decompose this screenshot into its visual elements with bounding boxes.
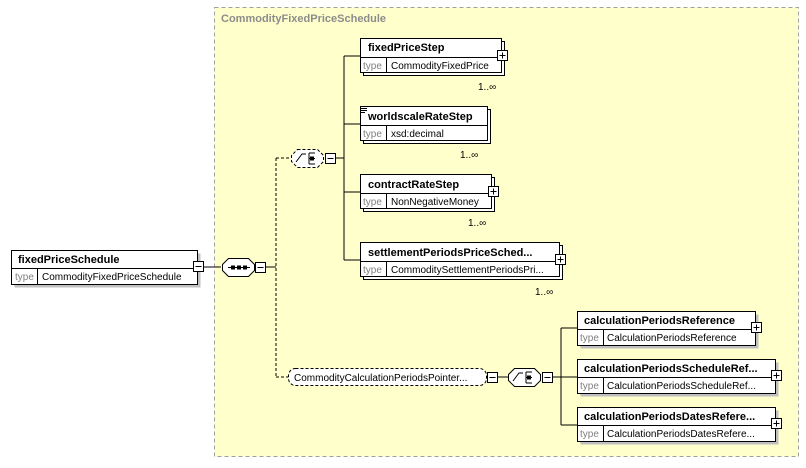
root-type-label: type [15,272,34,283]
type-label: type [363,129,382,140]
element-settlement-periods-price-schedule[interactable]: settlementPeriodsPriceSched... type Comm… [360,242,566,299]
collapse-icon[interactable] [255,262,266,273]
element-fixed-price-step[interactable]: fixedPriceStep type CommodityFixedPrice … [360,38,508,94]
type-value: CalculationPeriodsReference [607,333,737,344]
type-label: type [363,265,382,276]
pointer-group[interactable]: CommodityCalculationPeriodsPointer... [288,368,498,386]
type-value: xsd:decimal [391,129,444,140]
type-label: type [580,333,599,344]
element-name: calculationPeriodsDatesRefere... [584,411,755,423]
element-name: worldscaleRateStep [367,111,473,123]
type-value: CommodityFixedPrice [391,61,489,72]
element-name: calculationPeriodsScheduleRef... [584,363,758,375]
root-element[interactable]: fixedPriceSchedule type CommodityFixedPr… [11,250,204,288]
element-calculation-periods-schedule-reference[interactable]: calculationPeriodsScheduleRef... type Ca… [577,359,782,397]
sequence-compositor[interactable] [222,258,266,277]
text-content-icon [361,108,367,113]
multiplicity: 1..∞ [468,218,486,229]
collapse-icon[interactable] [325,153,336,164]
expand-icon[interactable] [488,186,499,197]
root-type-value: CommodityFixedPriceSchedule [42,272,182,283]
type-label: type [363,197,382,208]
element-worldscale-rate-step[interactable]: worldscaleRateStep type xsd:decimal 1..∞ [360,106,491,162]
element-calculation-periods-reference[interactable]: calculationPeriodsReference type Calcula… [577,311,762,349]
element-calculation-periods-dates-reference[interactable]: calculationPeriodsDatesRefere... type Ca… [577,407,782,445]
collapse-icon[interactable] [487,372,498,383]
multiplicity: 1..∞ [535,287,553,298]
expand-icon[interactable] [555,254,566,265]
expand-icon[interactable] [771,370,782,381]
element-name: calculationPeriodsReference [584,315,735,327]
type-label: type [580,429,599,440]
type-label: type [580,381,599,392]
expand-icon[interactable] [751,322,762,333]
multiplicity: 1..∞ [460,150,478,161]
choice-compositor[interactable] [291,149,336,168]
element-name: settlementPeriodsPriceSched... [368,247,532,259]
type-value: NonNegativeMoney [391,197,479,208]
type-label: type [363,61,382,72]
choice-compositor-2[interactable] [508,368,553,387]
expand-icon[interactable] [497,50,508,61]
type-group-title: CommodityFixedPriceSchedule [221,13,386,25]
type-value: CalculationPeriodsDatesRefere... [607,429,755,440]
element-name: fixedPriceStep [368,42,445,54]
type-value: CalculationPeriodsScheduleRef... [607,381,756,392]
root-element-name: fixedPriceSchedule [18,254,120,266]
type-value: CommoditySettlementPeriodsPri... [391,265,544,276]
expand-icon[interactable] [771,418,782,429]
element-name: contractRateStep [368,179,459,191]
element-contract-rate-step[interactable]: contractRateStep type NonNegativeMoney 1… [360,174,499,230]
pointer-group-name: CommodityCalculationPeriodsPointer... [294,373,467,384]
collapse-icon[interactable] [193,261,204,272]
collapse-icon[interactable] [542,372,553,383]
connectors [204,55,577,426]
multiplicity: 1..∞ [478,82,496,93]
